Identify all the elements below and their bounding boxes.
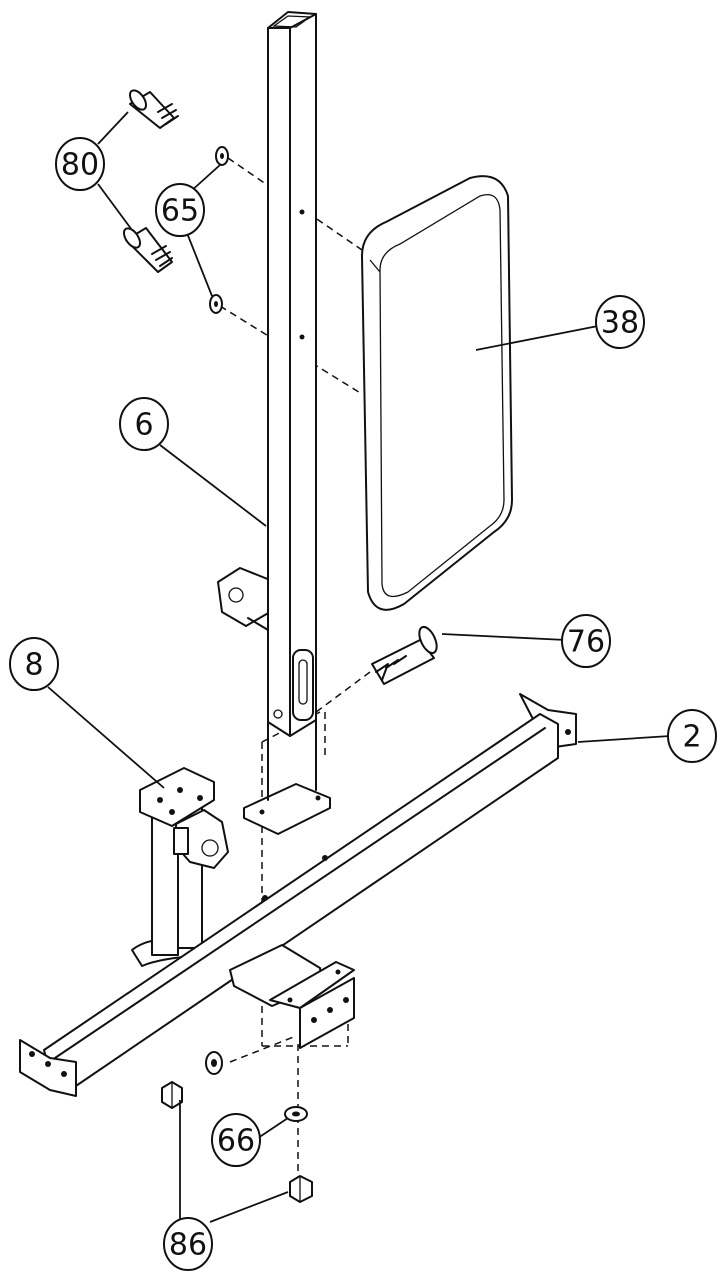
bolt-80-upper	[129, 89, 179, 129]
callout-65-label: 65	[161, 194, 199, 229]
callout-76-label: 76	[567, 625, 605, 660]
callout-2-label: 2	[682, 720, 701, 755]
washer-66-lower	[284, 1106, 308, 1122]
callout-8: 8	[9, 637, 59, 691]
callout-66: 66	[211, 1113, 261, 1167]
callout-66-label: 66	[217, 1124, 255, 1159]
callout-2: 2	[667, 709, 717, 763]
callout-65: 65	[155, 183, 205, 237]
part-6-upright-post	[217, 11, 331, 835]
callout-76: 76	[561, 614, 611, 668]
callout-80-label: 80	[61, 148, 99, 183]
callout-38-label: 38	[601, 306, 639, 341]
part-2-base-frame	[19, 693, 577, 1097]
callout-6-label: 6	[134, 408, 153, 443]
bolt-80-lower	[123, 227, 173, 273]
washer-65-upper	[215, 146, 229, 166]
part-8-seat-bracket	[131, 767, 229, 967]
callout-86: 86	[163, 1217, 213, 1271]
washer-65-lower	[209, 294, 223, 314]
callout-8-label: 8	[24, 648, 43, 683]
washer-66-upper	[205, 1051, 223, 1075]
callout-38: 38	[595, 295, 645, 349]
callout-86-label: 86	[169, 1228, 207, 1263]
callout-6: 6	[119, 397, 169, 451]
nut-86-upper	[161, 1081, 183, 1109]
leader-lines	[47, 111, 671, 1223]
nut-86-lower	[289, 1175, 313, 1203]
callout-80: 80	[55, 137, 105, 191]
bolt-76	[371, 625, 438, 685]
part-38-back-pad	[361, 175, 513, 611]
